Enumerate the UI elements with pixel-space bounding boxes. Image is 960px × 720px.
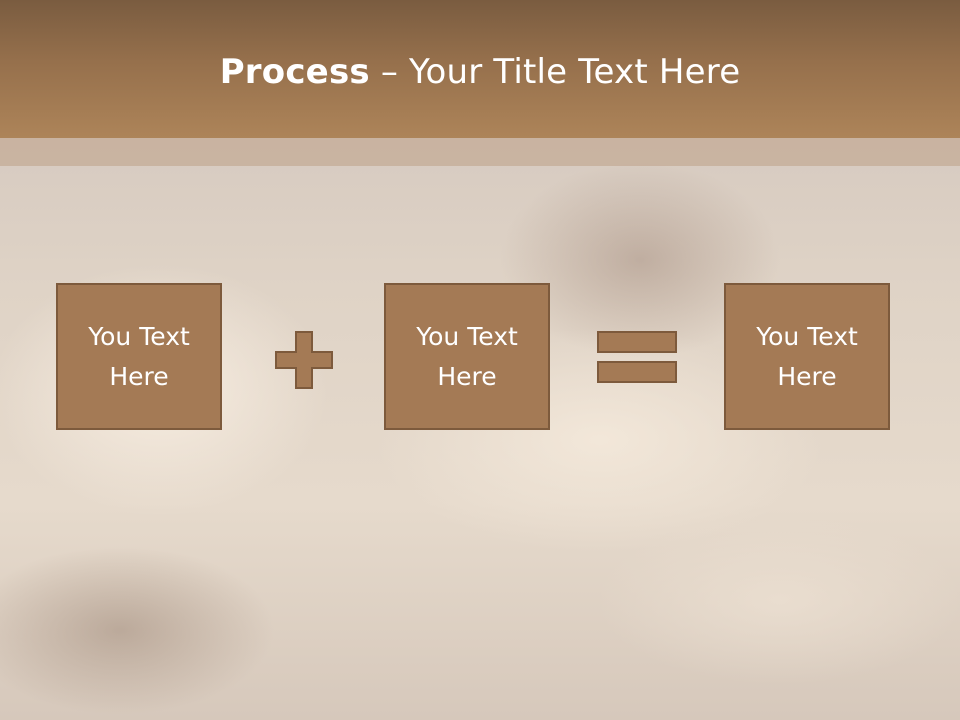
plus-icon — [275, 331, 333, 389]
title-bold: Process — [219, 52, 370, 92]
process-box-3[interactable]: You Text Here — [724, 283, 890, 430]
title-rest: – Your Title Text Here — [369, 52, 741, 92]
slide-title[interactable]: Process – Your Title Text Here — [0, 52, 960, 92]
title-bar — [0, 0, 960, 138]
title-bar-band — [0, 138, 960, 166]
process-box-2[interactable]: You Text Here — [384, 283, 550, 430]
process-box-1[interactable]: You Text Here — [56, 283, 222, 430]
equals-icon — [597, 331, 677, 383]
